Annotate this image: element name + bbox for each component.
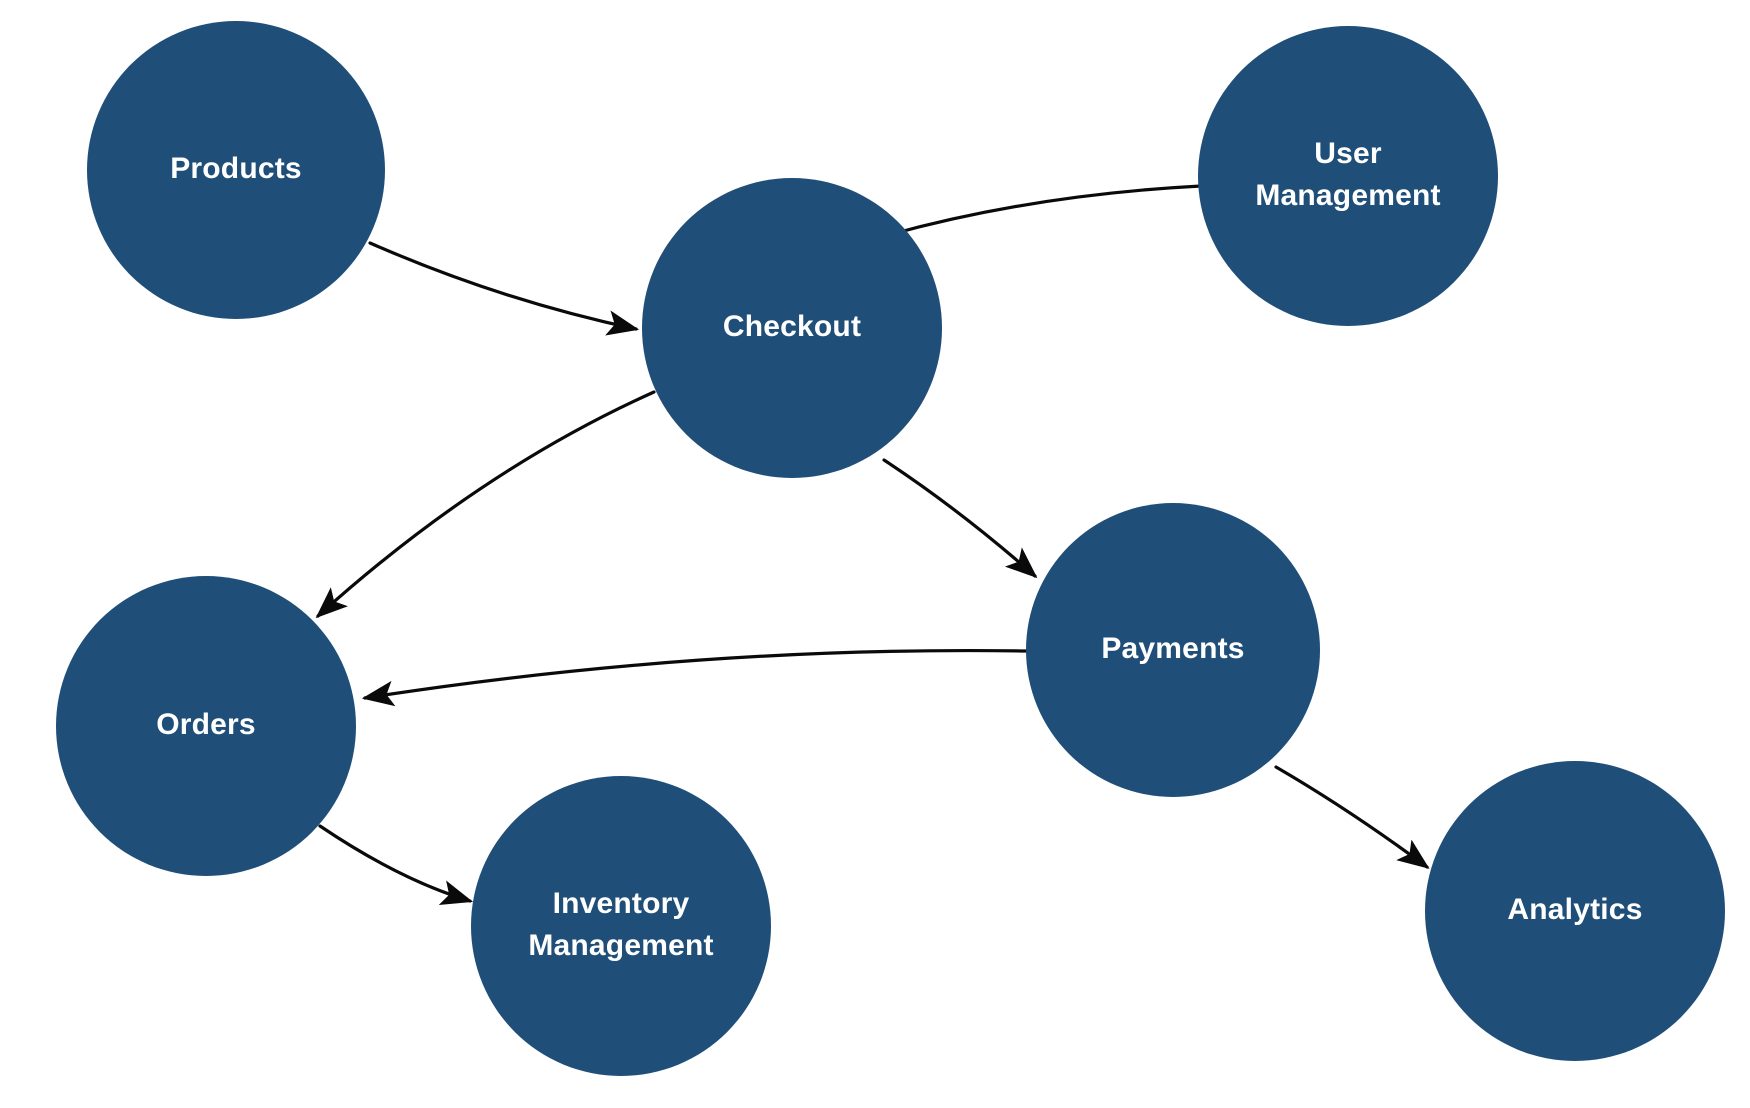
node-label-checkout: Checkout (723, 310, 861, 343)
node-label-line: Management (528, 929, 713, 962)
node-label-analytics: Analytics (1507, 893, 1642, 926)
node-label-line: Payments (1101, 632, 1244, 665)
edge-checkout-to-payments (882, 458, 1038, 579)
edge-payments-to-analytics (1274, 765, 1430, 869)
edge-payments-to-orders (361, 648, 1028, 707)
node-payments[interactable]: Payments (1026, 503, 1320, 797)
node-circle-payments[interactable] (1026, 503, 1320, 797)
node-circle-inventory_management[interactable] (471, 776, 771, 1076)
node-label-line: Inventory (553, 887, 690, 920)
node-circle-products[interactable] (87, 21, 385, 319)
node-label-line: Management (1255, 179, 1440, 212)
node-products[interactable]: Products (87, 21, 385, 319)
node-label-orders: Orders (156, 708, 256, 741)
node-circle-analytics[interactable] (1425, 761, 1725, 1061)
node-label-line: Checkout (723, 310, 861, 343)
node-circle-user_management[interactable] (1198, 26, 1498, 326)
edge-checkout-to-orders (315, 390, 656, 619)
node-orders[interactable]: Orders (56, 576, 356, 876)
edges-layer (315, 184, 1430, 905)
node-label-payments: Payments (1101, 632, 1244, 665)
node-label-line: Products (170, 152, 302, 185)
edge-products-to-checkout (368, 241, 640, 336)
node-label-products: Products (170, 152, 302, 185)
node-label-line: Analytics (1507, 893, 1642, 926)
node-analytics[interactable]: Analytics (1425, 761, 1725, 1061)
node-circle-orders[interactable] (56, 576, 356, 876)
node-circle-checkout[interactable] (642, 178, 942, 478)
node-label-line: Orders (156, 708, 256, 741)
edge-orders-to-inventory (318, 824, 474, 905)
node-checkout[interactable]: Checkout (642, 178, 942, 478)
node-label-line: User (1314, 137, 1382, 170)
